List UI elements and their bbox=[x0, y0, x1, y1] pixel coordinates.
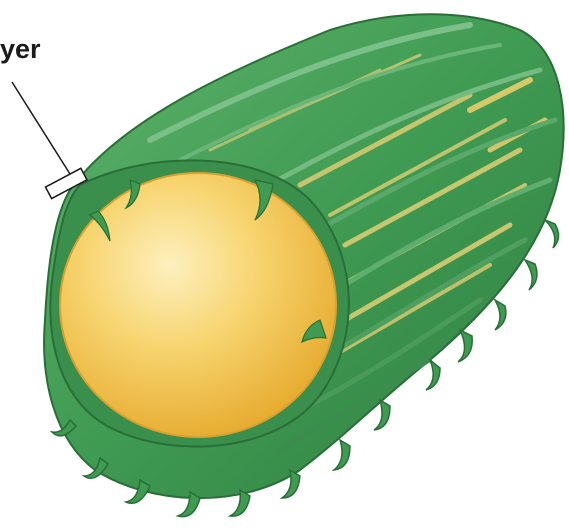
core-cross-section bbox=[60, 173, 336, 437]
leader-line bbox=[12, 82, 70, 174]
